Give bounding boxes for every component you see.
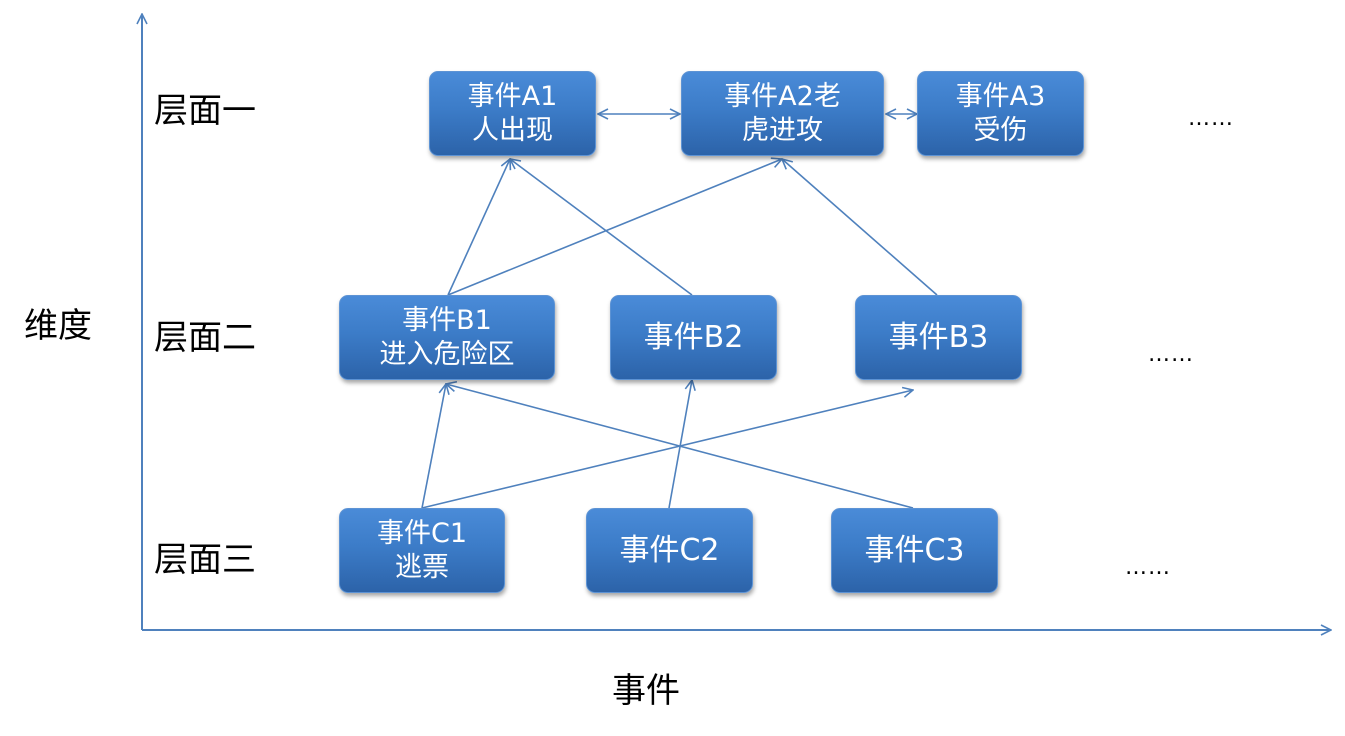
node-event-c3[interactable]: 事件C3 <box>831 508 998 593</box>
node-event-a3-line2: 受伤 <box>973 114 1028 146</box>
node-event-b3-line1: 事件B3 <box>888 319 989 355</box>
connector-c1-to-b3 <box>421 390 913 509</box>
ellipsis-layer-1: …… <box>1188 106 1234 131</box>
connector-c1-to-b1 <box>421 384 446 509</box>
connector-c3-to-b1 <box>446 384 914 509</box>
layer-label-3: 层面三 <box>154 540 256 580</box>
node-event-a1[interactable]: 事件A1 人出现 <box>429 71 596 156</box>
node-event-b1-line2: 进入危险区 <box>379 338 515 370</box>
node-event-b2[interactable]: 事件B2 <box>610 295 777 380</box>
node-event-a1-line2: 人出现 <box>472 114 553 146</box>
connector-b3-to-a2 <box>782 159 938 296</box>
node-event-a2-line2: 虎进攻 <box>742 114 823 146</box>
layer-label-2: 层面二 <box>154 318 256 358</box>
connector-b1-to-a2 <box>447 159 782 296</box>
node-event-b1-line1: 事件B1 <box>402 304 492 336</box>
node-event-a3[interactable]: 事件A3 受伤 <box>917 71 1084 156</box>
connector-c2-to-b2 <box>668 380 692 509</box>
ellipsis-layer-3: …… <box>1125 555 1171 580</box>
x-axis-label: 事件 <box>612 671 680 711</box>
layer-label-1: 层面一 <box>154 91 256 131</box>
node-event-c1-line2: 逃票 <box>395 551 449 583</box>
node-event-b3[interactable]: 事件B3 <box>855 295 1022 380</box>
node-event-c1[interactable]: 事件C1 逃票 <box>339 508 505 593</box>
node-event-a1-line1: 事件A1 <box>467 80 558 112</box>
node-event-c2[interactable]: 事件C2 <box>586 508 753 593</box>
node-event-a3-line1: 事件A3 <box>955 80 1046 112</box>
y-axis-label: 维度 <box>24 306 92 346</box>
node-event-b2-line1: 事件B2 <box>643 319 744 355</box>
node-event-a2[interactable]: 事件A2老 虎进攻 <box>681 71 884 156</box>
connector-b2-to-a1 <box>510 159 693 296</box>
node-event-b1[interactable]: 事件B1 进入危险区 <box>339 295 555 380</box>
ellipsis-layer-2: …… <box>1148 342 1194 367</box>
node-event-c3-line1: 事件C3 <box>864 532 965 568</box>
node-event-c1-line1: 事件C1 <box>376 517 468 549</box>
node-event-a2-line1: 事件A2老 <box>724 80 841 112</box>
connector-b1-to-a1 <box>447 159 510 296</box>
node-event-c2-line1: 事件C2 <box>619 532 720 568</box>
